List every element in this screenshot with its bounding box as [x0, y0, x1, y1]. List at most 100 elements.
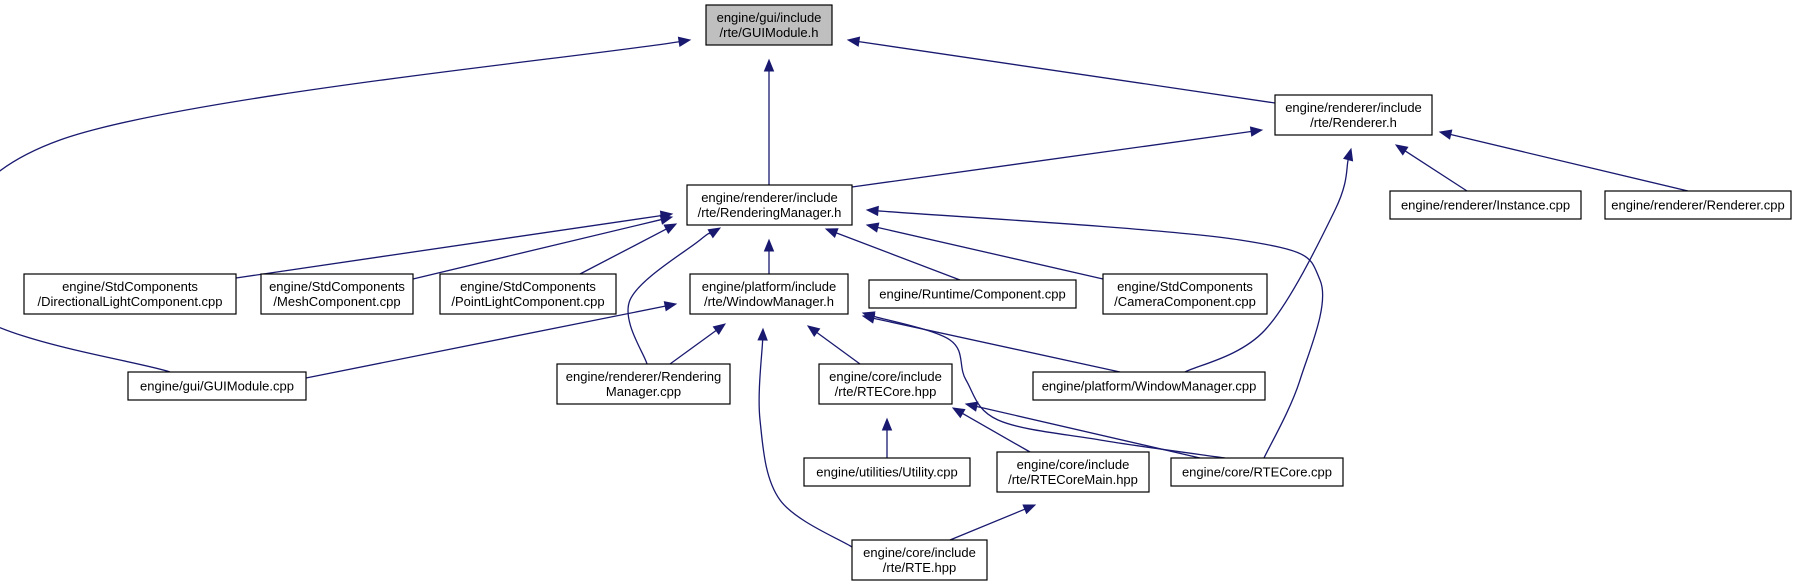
edge-arrowhead — [707, 227, 722, 239]
node-coremain[interactable]: engine/core/include/rte/RTECoreMain.hpp — [996, 451, 1150, 493]
node-box — [556, 363, 731, 405]
edge-arrowhead — [1343, 147, 1354, 162]
node-box — [1032, 371, 1266, 401]
edge-arrowhead — [865, 205, 879, 217]
edge-rm_cpp-to-rm_h — [627, 227, 722, 365]
edge-arrowhead — [861, 311, 876, 322]
edge-coremain-to-core_hpp — [951, 407, 1031, 453]
node-rm-h[interactable]: engine/renderer/include/rte/RenderingMan… — [686, 184, 853, 226]
node-wm-h[interactable]: engine/platform/include/rte/WindowManage… — [689, 273, 849, 315]
edge-arrowhead — [846, 36, 861, 47]
node-component[interactable]: engine/Runtime/Component.cpp — [868, 279, 1077, 309]
node-label: /CameraComponent.cpp — [1114, 294, 1256, 309]
node-box — [996, 451, 1150, 493]
edge-gui_cpp-to-gui_h — [0, 36, 692, 373]
edge-core_cpp-to-core_hpp — [964, 401, 1201, 459]
edge-renderer_h-to-gui_h — [846, 36, 1276, 104]
edge-core_cpp-to-rm_h — [865, 205, 1324, 459]
node-label: /rte/RenderingManager.h — [698, 205, 842, 220]
node-label: engine/renderer/include — [701, 190, 838, 205]
node-mesh[interactable]: engine/StdComponents/MeshComponent.cpp — [260, 273, 414, 315]
edge-line — [873, 315, 1226, 459]
edge-line — [305, 305, 666, 379]
node-box — [868, 279, 1077, 309]
node-label: /rte/RTE.hpp — [883, 560, 956, 575]
node-label: engine/StdComponents — [269, 279, 405, 294]
node-label: Manager.cpp — [606, 384, 681, 399]
node-label: /rte/RTECoreMain.hpp — [1008, 472, 1138, 487]
node-box — [803, 457, 971, 487]
node-plc[interactable]: engine/StdComponents/PointLightComponent… — [439, 273, 617, 315]
node-label: /DirectionalLightComponent.cpp — [38, 294, 223, 309]
edge-arrowhead — [881, 417, 893, 431]
edge-line — [877, 226, 1104, 280]
node-gui-cpp[interactable]: engine/gui/GUIModule.cpp — [127, 371, 307, 401]
edge-line — [0, 41, 680, 373]
edge-line — [877, 210, 1324, 459]
edge-rm_h-to-renderer_h — [851, 126, 1264, 188]
node-label: engine/StdComponents — [62, 279, 198, 294]
node-box — [705, 4, 833, 46]
node-box — [260, 273, 414, 315]
node-rm-cpp[interactable]: engine/renderer/RenderingManager.cpp — [556, 363, 731, 405]
edge-line — [235, 214, 662, 279]
node-box — [1170, 457, 1344, 487]
node-box — [818, 363, 953, 405]
node-label: /rte/WindowManager.h — [704, 294, 834, 309]
node-core-cpp[interactable]: engine/core/RTECore.cpp — [1170, 457, 1344, 487]
edge-arrowhead — [757, 327, 768, 341]
node-instance[interactable]: engine/renderer/Instance.cpp — [1389, 190, 1582, 220]
node-label: engine/core/include — [829, 369, 942, 384]
edge-arrowhead — [712, 323, 727, 336]
edge-wm_cpp-to-renderer_h — [1184, 147, 1354, 373]
node-label: engine/renderer/include — [1285, 100, 1422, 115]
node-renderer-h[interactable]: engine/renderer/include/rte/Renderer.h — [1274, 94, 1433, 136]
edge-rte_hpp-to-coremain — [949, 504, 1037, 541]
node-label: /PointLightComponent.cpp — [451, 294, 604, 309]
edge-arrowhead — [763, 238, 775, 252]
node-label: /rte/Renderer.h — [1310, 115, 1397, 130]
edge-line — [816, 331, 861, 365]
edge-core_cpp-to-wm_h — [861, 311, 1226, 459]
edge-plc-to-rm_h — [579, 223, 678, 275]
edge-rm_cpp-to-wm_h — [669, 323, 727, 365]
node-label: engine/core/include — [863, 545, 976, 560]
edge-line — [579, 228, 667, 275]
edge-utility-to-core_hpp — [881, 417, 893, 458]
edge-gui_cpp-to-wm_h — [305, 301, 678, 379]
node-core-hpp[interactable]: engine/core/include/rte/RTECore.hpp — [818, 363, 953, 405]
node-dlc[interactable]: engine/StdComponents/DirectionalLightCom… — [23, 273, 237, 315]
edge-line — [1404, 150, 1468, 192]
edge-line — [858, 40, 1276, 104]
node-label: engine/core/include — [1017, 457, 1130, 472]
edge-arrowhead — [1394, 144, 1409, 156]
node-renderer-cpp[interactable]: engine/renderer/Renderer.cpp — [1604, 190, 1792, 220]
edge-component-to-rm_h — [824, 228, 961, 281]
node-gui-h[interactable]: engine/gui/include/rte/GUIModule.h — [705, 4, 833, 46]
node-box — [23, 273, 237, 315]
node-box — [686, 184, 853, 226]
edge-arrowhead — [677, 36, 692, 47]
edge-dlc-to-rm_h — [235, 210, 674, 279]
node-camera[interactable]: engine/StdComponents/CameraComponent.cpp — [1102, 273, 1268, 315]
edge-rm_h-to-gui_h — [763, 58, 775, 185]
edge-line — [976, 405, 1201, 459]
node-label: engine/renderer/Rendering — [566, 369, 721, 384]
node-label: engine/StdComponents — [460, 279, 596, 294]
node-utility[interactable]: engine/utilities/Utility.cpp — [803, 457, 971, 487]
node-wm-cpp[interactable]: engine/platform/WindowManager.cpp — [1032, 371, 1266, 401]
node-label: engine/renderer/Renderer.cpp — [1611, 198, 1784, 213]
edge-wm_cpp-to-wm_h — [861, 313, 1121, 373]
edge-line — [851, 130, 1252, 188]
edge-arrowhead — [663, 223, 678, 234]
edge-line — [1450, 133, 1689, 192]
node-rte-hpp[interactable]: engine/core/include/rte/RTE.hpp — [851, 539, 988, 581]
edge-line — [962, 412, 1031, 453]
edge-arrowhead — [951, 407, 966, 419]
node-box — [1389, 190, 1582, 220]
node-label: engine/platform/WindowManager.cpp — [1042, 379, 1257, 394]
node-label: /rte/GUIModule.h — [720, 25, 819, 40]
node-box — [1274, 94, 1433, 136]
node-box — [1604, 190, 1792, 220]
